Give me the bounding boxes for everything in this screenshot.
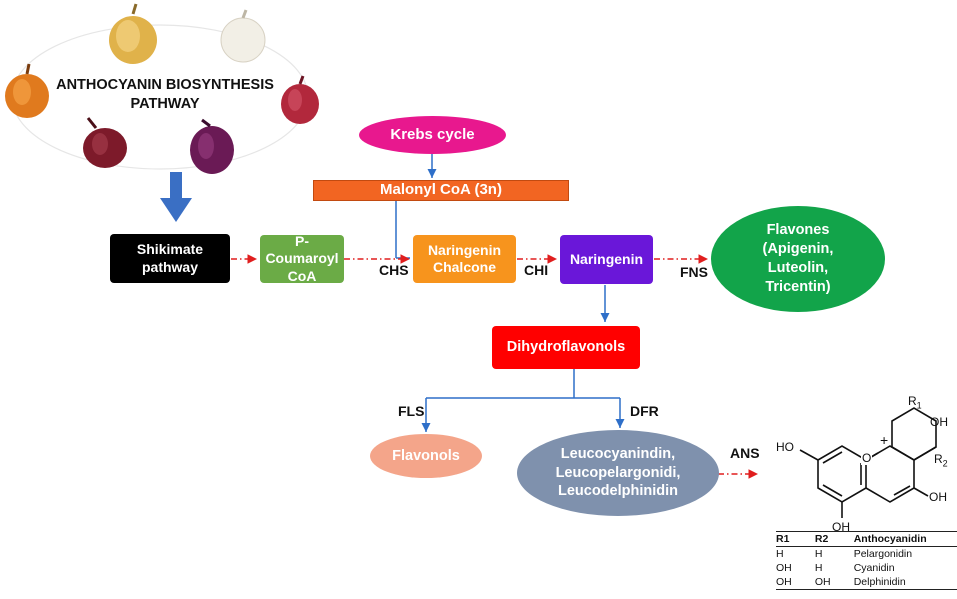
enzyme-chs: CHS [379,262,409,278]
enzyme-ans: ANS [730,445,760,461]
node-krebs-cycle: Krebs cycle [359,116,506,154]
node-flavonols: Flavonols [370,434,482,478]
node-coumaroyl-line2: CoA [287,267,317,284]
node-shikimate-pathway: Shikimate pathway [110,234,230,283]
node-flavones-line3: Luteolin, [767,260,829,276]
table-cell: H [776,548,784,560]
node-flavonols-label: Flavonols [392,447,460,464]
table-row: OH OH Delphinidin [776,575,957,590]
anthocyanidin-table: R1 R2 Anthocyanidin H H Pelargonidin OH … [776,531,957,590]
node-leuco-line1: Leucocyanindin, [560,445,676,462]
node-dihydroflavonols: Dihydroflavonols [492,326,640,369]
red-onion-icon [83,117,127,168]
enzyme-fns: FNS [680,264,708,280]
white-onion-icon [220,9,266,63]
diagram-title-line1: ANTHOCYANIN BIOSYNTHESIS [56,77,274,93]
table-cell: OH [814,575,854,590]
structure-r2-sub: 2 [942,458,948,469]
structure-ho-left: HO [776,440,794,454]
anthocyanidin-structure [799,407,937,518]
node-dihydro-label: Dihydroflavonols [506,339,626,356]
node-p-coumaroyl-coa: P-Coumaroyl CoA [260,232,344,284]
enzyme-dfr: DFR [630,403,659,419]
structure-oh-top-right: OH [930,415,948,429]
structure-r2-letter: R [934,452,943,466]
node-malonyl-coa: Malonyl CoA (3n) [313,180,569,201]
structure-charge: + [880,432,889,448]
table-cell: OH [776,575,815,590]
table-row: OH H Cyanidin [776,561,957,575]
node-leuco-line2: Leucopelargonidi, [555,464,681,481]
node-flavones: Flavones (Apigenin, Luteolin, Tricentin) [711,206,885,312]
table-cell: Delphinidin [853,575,957,590]
node-chalcone-line1: Naringenin [427,241,502,258]
node-naringenin-chalcone: Naringenin Chalcone [413,235,516,283]
red-onion-icon [281,75,319,124]
node-shikimate-line2: pathway [141,258,198,275]
node-naringenin-label: Naringenin [569,250,644,267]
table-cell: H [814,562,823,574]
node-shikimate-line1: Shikimate [136,241,204,257]
structure-r1: R1 [908,394,922,410]
orange-onion-icon [5,63,49,118]
node-krebs-label: Krebs cycle [390,125,475,143]
diagram-title: ANTHOCYANIN BIOSYNTHESIS PATHWAY [40,76,290,114]
table-header-r1: R1 [776,531,815,547]
onion-icons [5,3,319,174]
structure-oh-right-low: OH [929,490,947,504]
enzyme-fls: FLS [398,403,425,419]
node-leuco: Leucocyanindin, Leucopelargonidi, Leucod… [517,430,719,516]
node-leuco-line3: Leucodelphinidin [557,483,679,500]
enzyme-chi: CHI [524,262,549,278]
table-cell: H [814,548,823,560]
node-chalcone-line2: Chalcone [432,259,496,275]
big-down-arrow-icon [160,172,192,222]
node-flavones-line2: (Apigenin, [762,241,834,258]
node-flavones-line4: Tricentin) [765,278,831,295]
structure-r1-letter: R [908,394,917,408]
table-cell: OH [776,562,792,574]
node-malonyl-label: Malonyl CoA (3n) [380,181,502,199]
table-header-anthocyanidin: Anthocyanidin [853,531,957,547]
node-flavones-line1: Flavones [766,222,830,239]
diagram-title-line2: PATHWAY [130,95,200,112]
table-row: H H Pelargonidin [776,547,957,562]
table-header-r2: R2 [814,531,854,547]
table-header-row: R1 R2 Anthocyanidin [776,531,957,547]
yellow-onion-icon [109,3,157,64]
purple-onion-icon [190,118,234,174]
structure-ring-oxygen: O [861,451,873,465]
node-coumaroyl-line1: P-Coumaroyl [265,232,339,267]
node-naringenin: Naringenin [560,235,653,284]
structure-oh-bottom: OH [832,520,850,534]
table-cell: Pelargonidin [853,548,913,560]
structure-r2: R2 [934,452,948,468]
structure-r1-sub: 1 [916,400,922,411]
table-cell: Cyanidin [853,562,895,574]
